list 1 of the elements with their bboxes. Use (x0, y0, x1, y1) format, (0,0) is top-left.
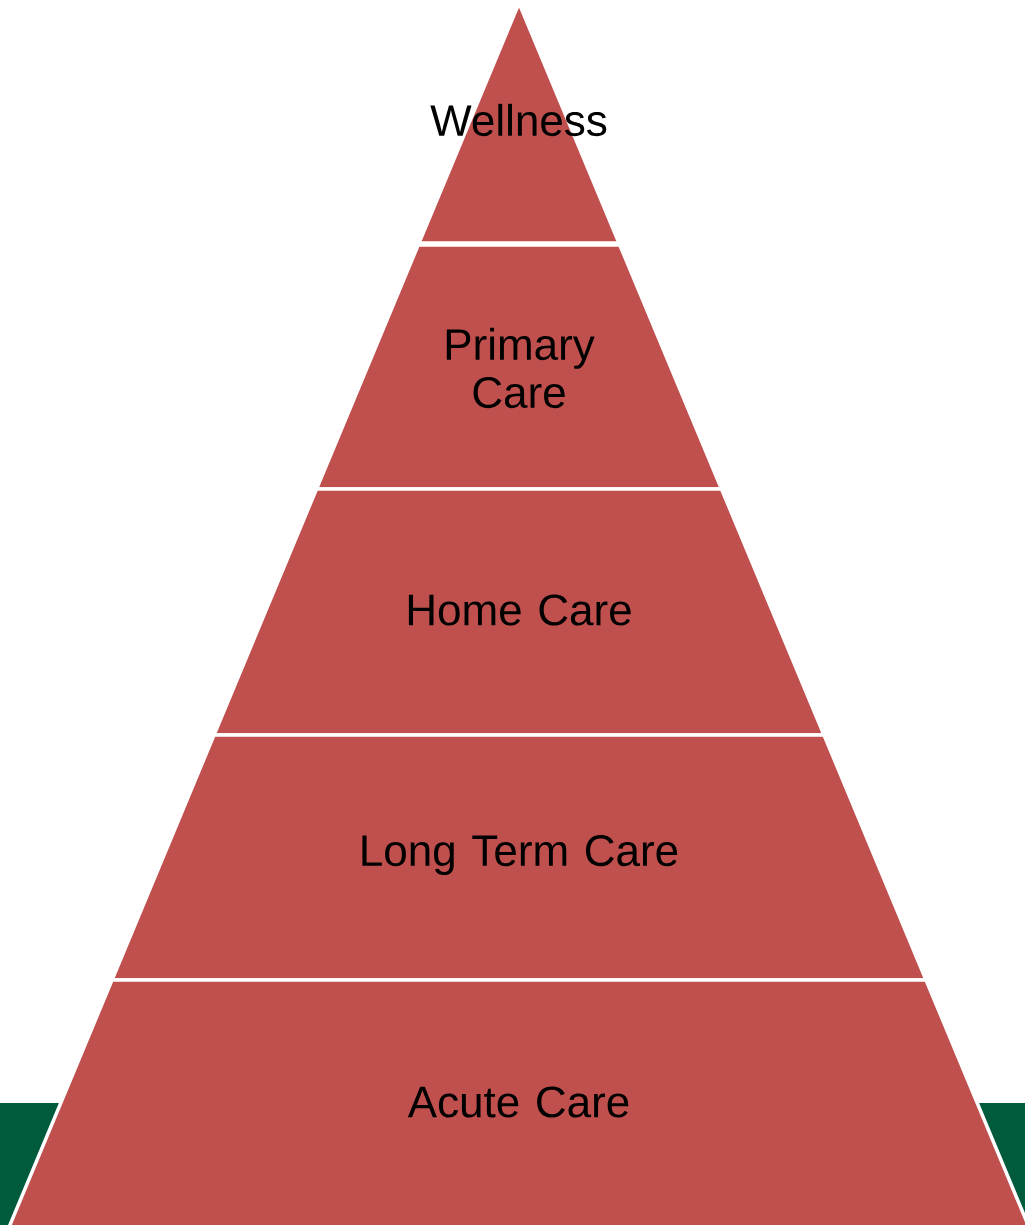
pyramid-level: Acute Care (6, 978, 1025, 1225)
